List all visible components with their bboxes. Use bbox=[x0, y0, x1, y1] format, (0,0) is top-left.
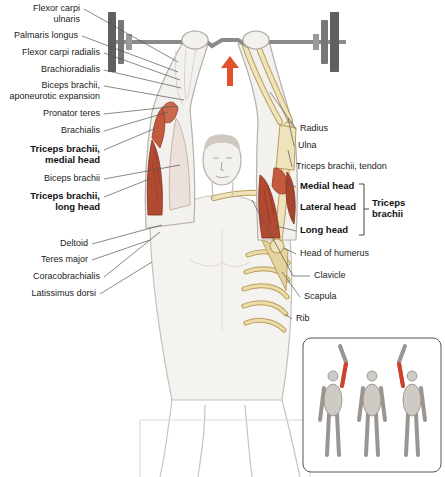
part-label: Coracobrachialis bbox=[33, 271, 100, 282]
part-label: Palmaris longus bbox=[14, 30, 78, 41]
part-label: Triceps brachii, long head bbox=[20, 191, 100, 212]
part-label: Scapula bbox=[304, 291, 337, 302]
part-label: Triceps brachii, medial head bbox=[20, 144, 100, 165]
part-label: Triceps brachii bbox=[372, 198, 417, 219]
barbell bbox=[108, 12, 346, 72]
part-label: Triceps brachii, tendon bbox=[296, 161, 387, 172]
part-label: Long head bbox=[300, 225, 348, 236]
triceps-bracket bbox=[359, 184, 369, 235]
part-label: Medial head bbox=[300, 181, 354, 192]
legs-and-bench bbox=[140, 400, 310, 477]
inset-figures bbox=[303, 338, 441, 472]
right-arm bbox=[238, 31, 297, 253]
part-label: Lateral head bbox=[300, 202, 356, 213]
part-label: Ulna bbox=[298, 140, 317, 151]
part-label: Brachioradialis bbox=[41, 64, 100, 75]
part-label: Flexor carpi radialis bbox=[22, 47, 100, 58]
part-label: Pronator teres bbox=[43, 108, 100, 119]
part-label: Biceps brachii bbox=[44, 173, 100, 184]
part-label: Biceps brachii, aponeurotic expansion bbox=[0, 80, 100, 101]
left-arm bbox=[145, 31, 208, 228]
leader-lines bbox=[82, 9, 310, 319]
part-label: Rib bbox=[296, 313, 310, 324]
part-label: Clavicle bbox=[314, 270, 346, 281]
part-label: Brachialis bbox=[61, 125, 100, 136]
part-label: Flexor carpi ulnaris bbox=[20, 3, 80, 24]
part-label: Teres major bbox=[41, 254, 88, 265]
head bbox=[203, 135, 241, 198]
motion-arrow bbox=[221, 56, 239, 86]
part-label: Latissimus dorsi bbox=[31, 288, 96, 299]
part-label: Deltoid bbox=[60, 238, 88, 249]
part-label: Radius bbox=[300, 123, 328, 134]
part-label: Head of humerus bbox=[300, 248, 369, 259]
